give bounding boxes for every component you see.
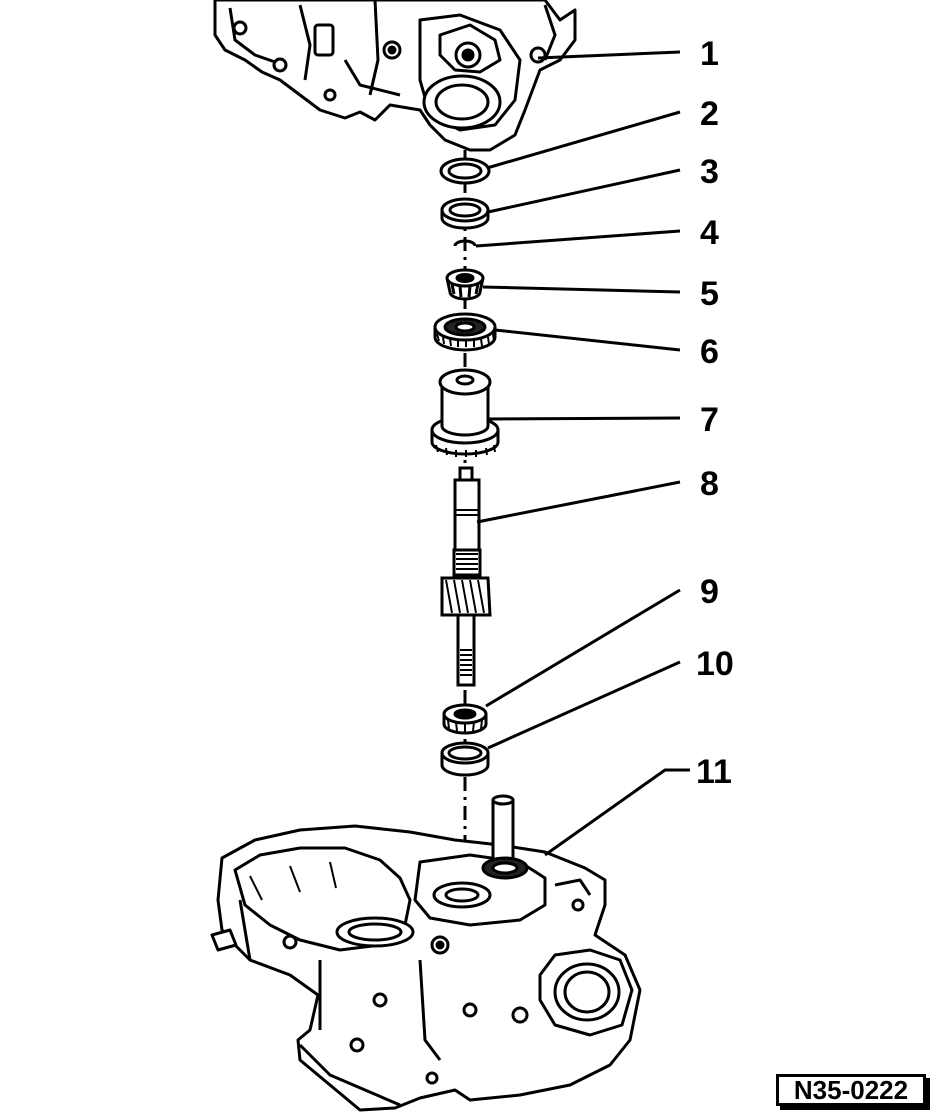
callout-3: 3 — [700, 153, 719, 191]
upper-housing — [213, 0, 577, 152]
callout-5: 5 — [700, 275, 719, 313]
callout-7: 7 — [700, 401, 719, 439]
leader-8 — [476, 480, 681, 524]
reference-code-box: N35-0222 — [776, 1074, 930, 1110]
leader-1 — [537, 50, 681, 60]
part-5-roller-bearing — [445, 268, 485, 301]
callout-numbers: 1 2 3 4 5 6 7 8 9 10 11 — [696, 35, 734, 791]
part-4-circlip — [453, 239, 477, 247]
leader-4 — [475, 229, 681, 248]
callout-10: 10 — [696, 645, 734, 683]
leader-11 — [544, 768, 690, 857]
lower-housing — [210, 794, 642, 1112]
reference-code: N35-0222 — [793, 1074, 909, 1105]
leader-6 — [494, 328, 681, 352]
leader-lines — [475, 50, 690, 857]
callout-1: 1 — [700, 35, 719, 73]
callout-4: 4 — [700, 214, 719, 252]
callout-9: 9 — [700, 573, 719, 611]
part-6-gear — [433, 312, 497, 352]
leader-10 — [487, 660, 681, 750]
part-8-shaft — [440, 466, 492, 687]
part-10-ring — [440, 741, 490, 777]
leader-2 — [486, 110, 681, 170]
callout-11: 11 — [696, 753, 732, 791]
leader-7 — [487, 416, 681, 421]
part-3-bearing-cup — [440, 197, 490, 230]
part-7-hub — [430, 368, 500, 457]
leader-9 — [485, 588, 681, 708]
callout-2: 2 — [700, 95, 719, 133]
callout-6: 6 — [700, 333, 719, 371]
leader-5 — [482, 285, 681, 294]
leader-3 — [487, 168, 681, 214]
callout-8: 8 — [700, 465, 719, 503]
part-2-ring — [439, 157, 491, 185]
part-9-bearing — [442, 703, 488, 735]
